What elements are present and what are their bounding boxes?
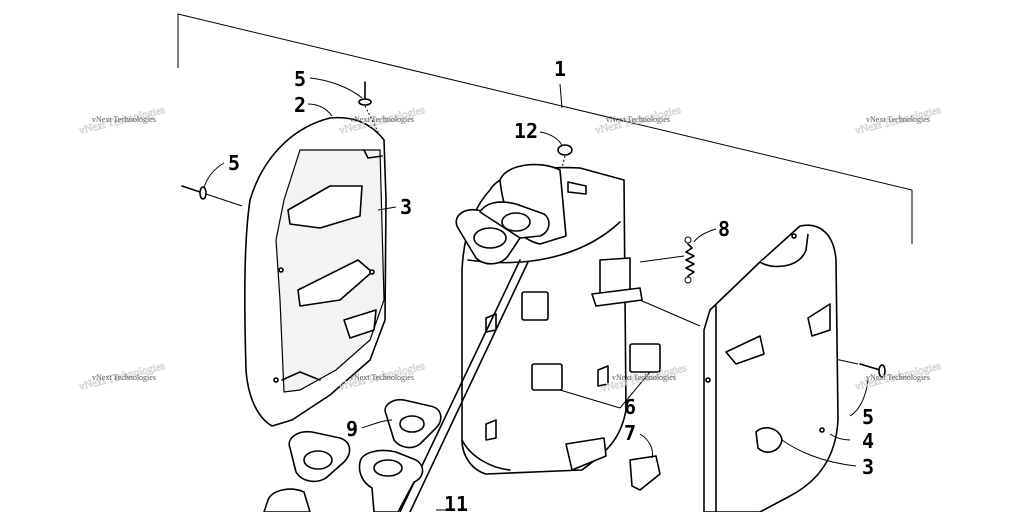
callout-5-top: 5 xyxy=(294,67,306,91)
watermark-text: vNext Technologies xyxy=(866,115,930,124)
callout-1: 1 xyxy=(554,57,566,81)
callout-3-right: 3 xyxy=(862,455,874,479)
callout-4: 4 xyxy=(862,429,874,453)
watermark-text: vNext Technologies xyxy=(612,373,676,382)
spring xyxy=(639,236,695,284)
leader-lines xyxy=(203,77,869,511)
callout-2: 2 xyxy=(294,93,306,117)
right-heat-shield xyxy=(703,224,839,512)
callout-5-right: 5 xyxy=(862,405,874,429)
gasket-9 xyxy=(288,398,442,483)
muffler-canister xyxy=(399,163,701,512)
callout-11: 11 xyxy=(444,492,468,512)
flange-upper xyxy=(455,201,550,265)
callout-5-left: 5 xyxy=(228,151,240,175)
exhaust-inlet-pipe xyxy=(263,449,424,512)
grommet xyxy=(557,144,573,169)
callout-12: 12 xyxy=(514,119,538,143)
watermark-text: vNext Technologies xyxy=(866,373,930,382)
left-heat-shield xyxy=(244,116,387,427)
watermark-text: vNext Technologies xyxy=(350,115,414,124)
bolt-top xyxy=(358,81,379,133)
watermark-text: vNext Technologies xyxy=(606,115,670,124)
callout-8: 8 xyxy=(718,217,730,241)
callout-6: 6 xyxy=(624,395,636,419)
callout-3-left: 3 xyxy=(400,195,412,219)
bolt-left xyxy=(181,185,243,207)
watermark-text: vNext Technologies xyxy=(92,373,156,382)
callout-labels: 1 2 5 5 3 12 8 6 7 9 5 4 3 11 xyxy=(228,57,874,512)
assembly-bracket xyxy=(177,13,913,244)
callout-7: 7 xyxy=(624,421,636,445)
watermark-text: vNext Technologies xyxy=(92,115,156,124)
watermark-text: vNext Technologies xyxy=(350,373,414,382)
callout-9: 9 xyxy=(346,417,358,441)
